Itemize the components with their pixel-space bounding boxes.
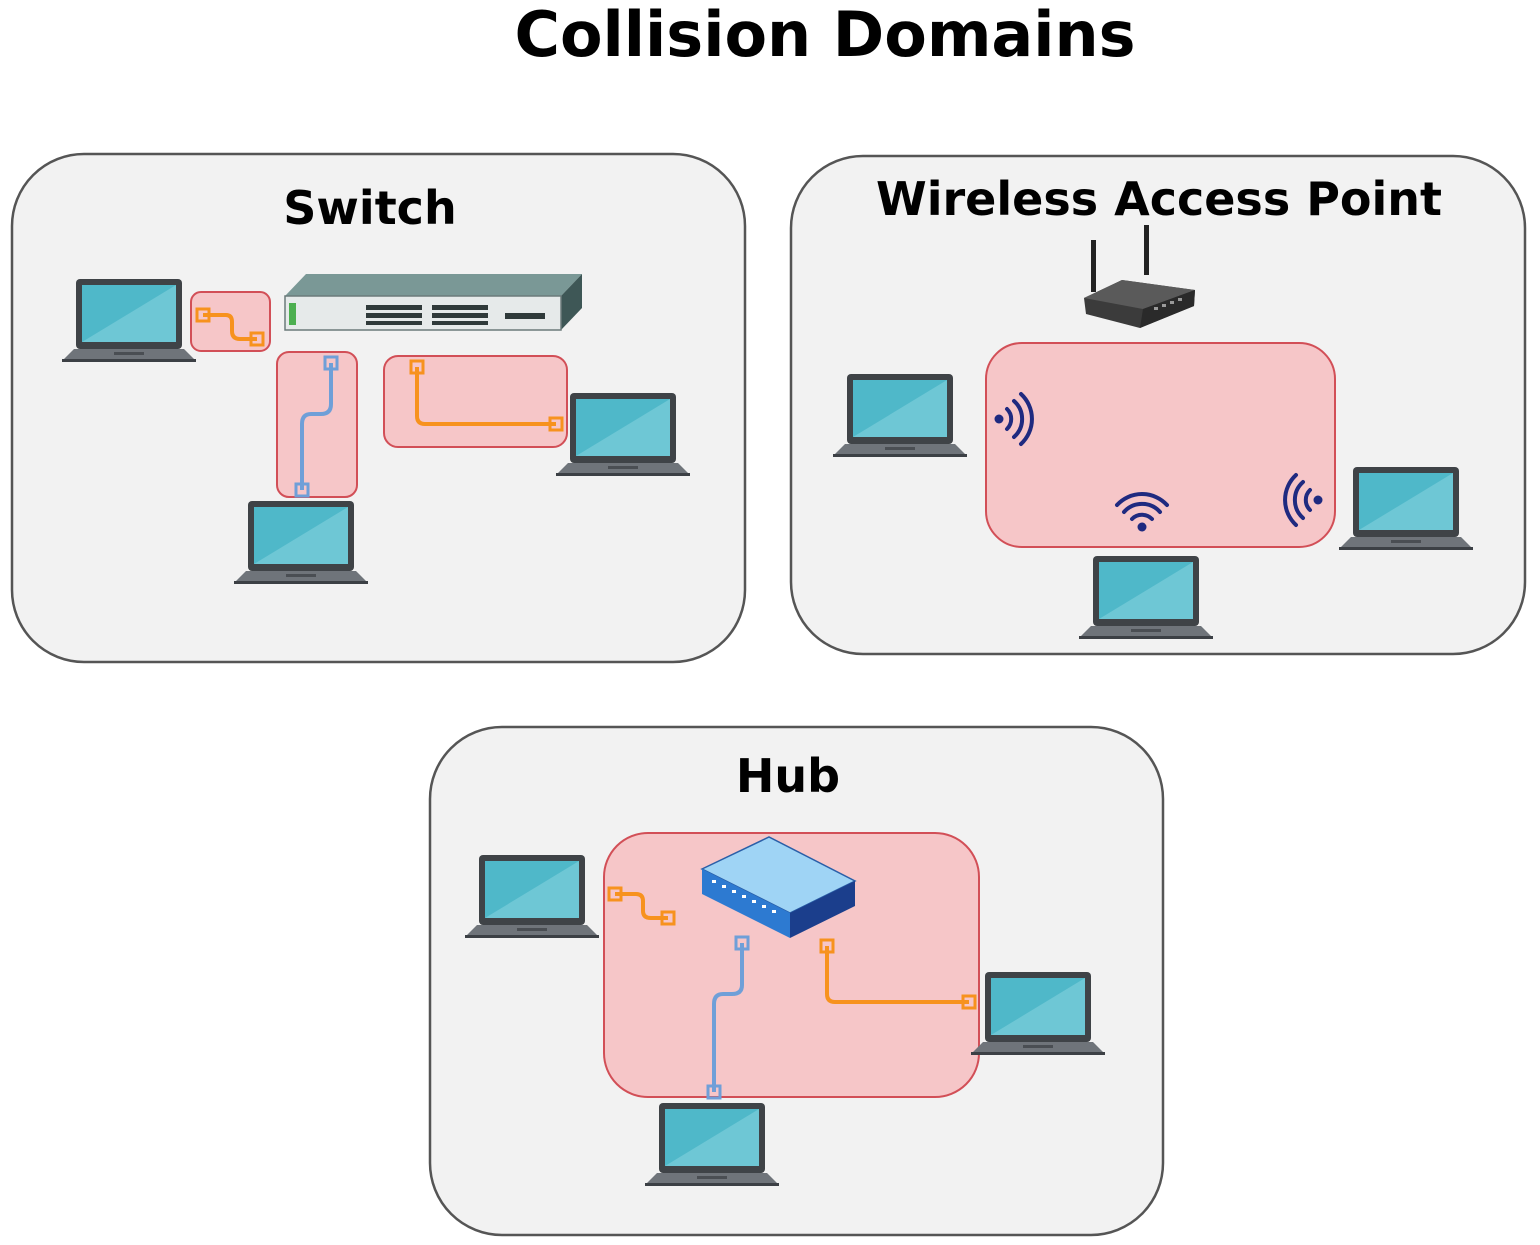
hub-icon (700, 836, 857, 938)
ethernet-cable-icon (706, 935, 750, 1100)
wireless-panel: Wireless Access Point (789, 154, 1527, 656)
router-icon (1084, 225, 1195, 328)
laptop-icon (971, 972, 1105, 1055)
ethernet-cable-icon (409, 359, 564, 432)
wireless-panel-title: Wireless Access Point (876, 172, 1442, 226)
laptop-icon (465, 855, 599, 938)
laptop-icon (234, 501, 368, 584)
switch-panel-title: Switch (283, 181, 456, 235)
laptop-icon (833, 374, 967, 457)
ethernet-cable-icon (819, 938, 977, 1010)
laptop-icon (1079, 556, 1213, 639)
ethernet-cable-icon (294, 355, 339, 498)
switch-collision-domain-2 (276, 351, 358, 498)
hub-panel: Hub (428, 725, 1165, 1237)
laptop-icon (645, 1103, 779, 1186)
hub-panel-title: Hub (736, 749, 840, 803)
ethernet-cable-icon (195, 307, 265, 347)
switch-icon (284, 274, 582, 331)
laptop-icon (1339, 467, 1473, 550)
wireless-collision-domain (985, 342, 1336, 548)
switch-panel: Switch (10, 152, 747, 664)
laptop-icon (62, 279, 196, 362)
ethernet-cable-icon (607, 886, 676, 926)
hub-collision-domain (603, 832, 980, 1098)
page-title: Collision Domains (514, 0, 1135, 71)
laptop-icon (556, 393, 690, 476)
